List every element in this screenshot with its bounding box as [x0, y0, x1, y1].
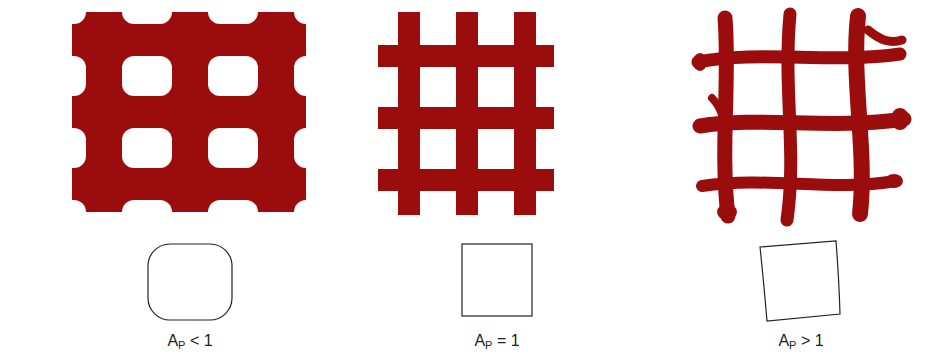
square-mesh — [378, 12, 554, 215]
rounded-mesh — [60, 0, 320, 230]
thread-blobs — [693, 53, 909, 220]
ratio-label: AP < 1 — [167, 331, 212, 350]
irregular-mesh — [698, 14, 904, 220]
rounded-opening — [148, 244, 232, 320]
square-opening — [462, 244, 532, 316]
ratio-label: AP = 1 — [474, 331, 519, 350]
ratio-label: AP > 1 — [778, 331, 823, 350]
irregular-opening — [760, 241, 840, 321]
